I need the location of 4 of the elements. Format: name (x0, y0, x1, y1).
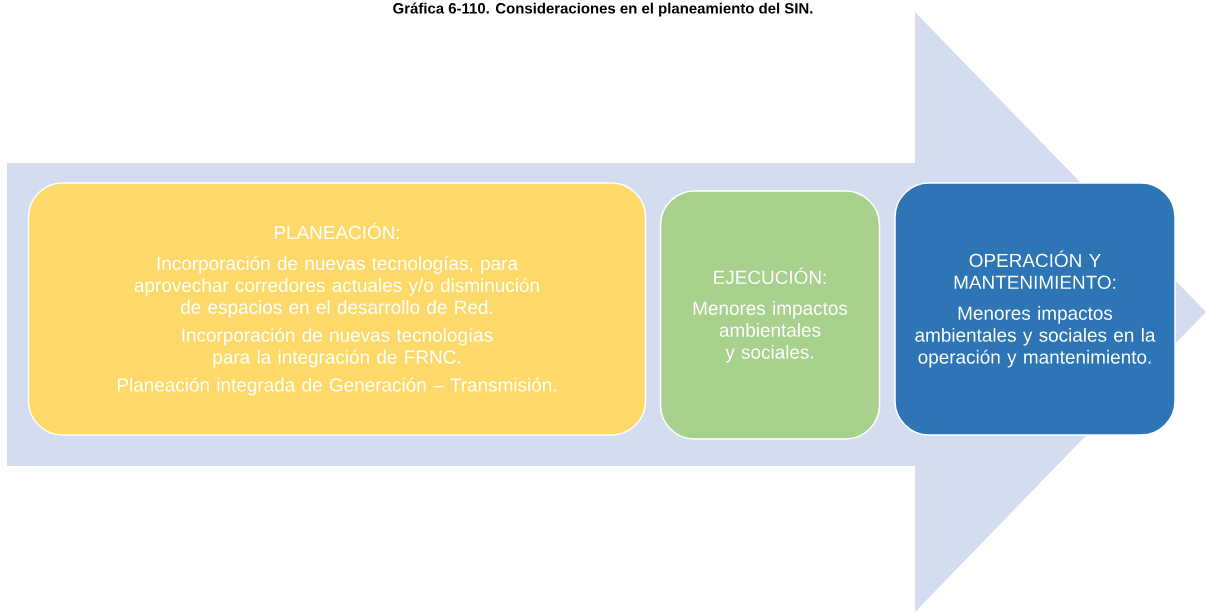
title: Gráfica 6-110. Consideraciones en el planeamiento del SIN. (393, 2, 813, 17)
stage-box: OPERACIÓN Y MANTENIMIENTO: Menores impactos ambientales y sociales en la operación y mantenimiento. (894, 182, 1176, 436)
stage-box: PLANEACIÓN: Incorporación de nuevas tecnologías, para aprovechar corredores actuales y/o disminución de espacios en el desarrollo de Red. Incorporación de nuevas tecnologías para la integración de FRNC. Planeación integrada de Generación – Transmisión. (27, 182, 647, 436)
stage-box: EJECUCIÓN: Menores impactos ambientales y sociales. (659, 190, 881, 440)
